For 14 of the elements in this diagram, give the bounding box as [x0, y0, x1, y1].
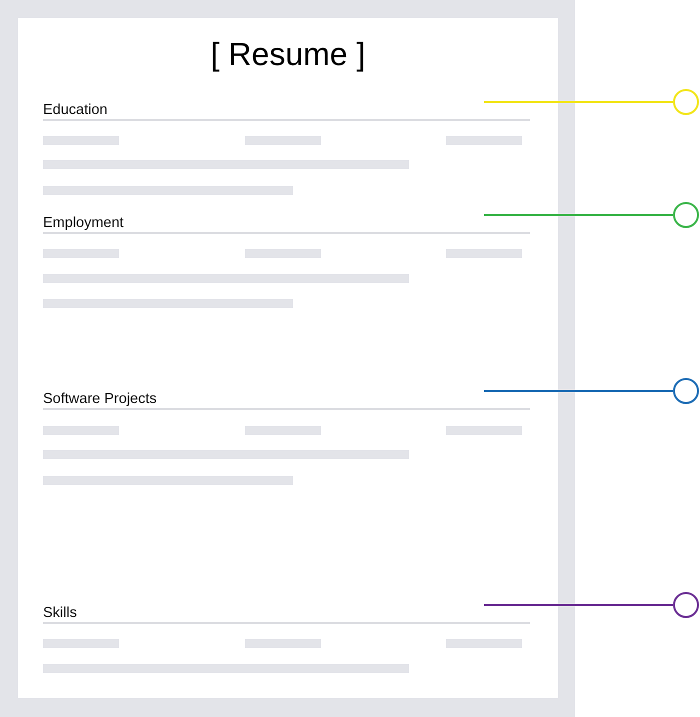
resume-page	[18, 18, 558, 698]
circle-marker	[673, 202, 699, 228]
section-heading: Employment	[43, 209, 530, 234]
leader-line	[484, 390, 673, 392]
circle-marker	[673, 89, 699, 115]
section-heading: Skills	[43, 599, 530, 624]
leader-line	[484, 101, 673, 103]
circle-marker	[673, 378, 699, 404]
leader-line	[484, 604, 673, 606]
leader-line	[484, 214, 673, 216]
resume-title: [ Resume ]	[210, 36, 366, 72]
circle-marker	[673, 592, 699, 618]
section-heading: Education	[43, 96, 530, 121]
section-heading: Software Projects	[43, 385, 530, 410]
